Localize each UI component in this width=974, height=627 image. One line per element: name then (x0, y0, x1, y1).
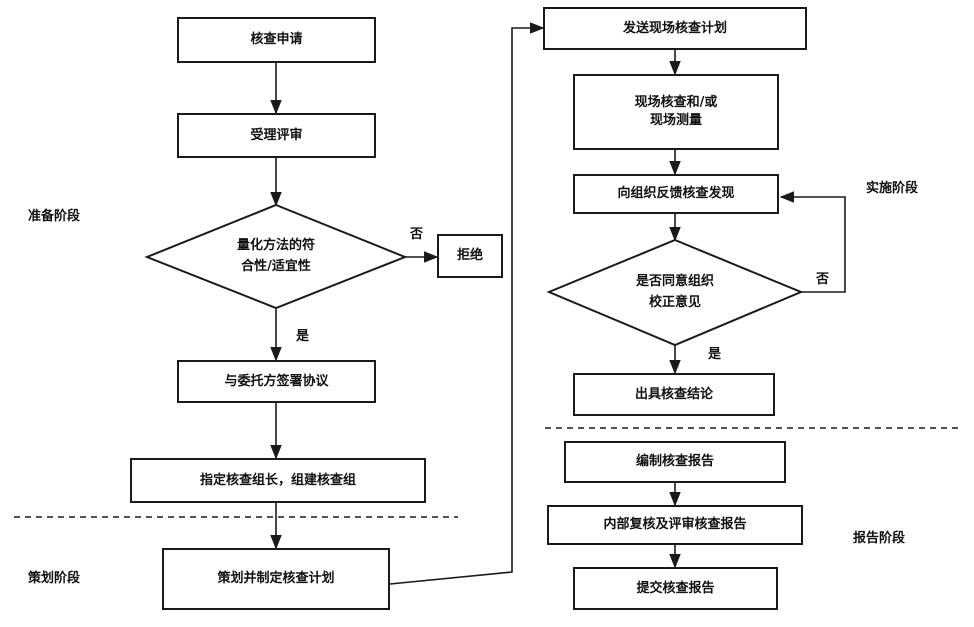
step-internal-review: 内部复核及评审核查报告 (547, 505, 803, 545)
step-form-team: 指定核查组长，组建核查组 (130, 458, 426, 503)
step-feedback: 向组织反馈核查发现 (573, 174, 779, 214)
step-send-onsite-plan: 发送现场核查计划 (543, 7, 807, 50)
step-apply: 核查申请 (177, 17, 376, 63)
arrow-decision-no-loop (779, 191, 846, 293)
step-plan: 策划并制定核查计划 (162, 548, 390, 610)
branch-label-method-no: 否 (410, 227, 424, 242)
decision-diamond-method (144, 203, 408, 310)
step-submit-report: 提交核查报告 (573, 567, 778, 610)
branch-label-agree-no: 否 (816, 272, 830, 287)
step-review: 受理评审 (177, 113, 376, 158)
branch-label-method-yes: 是 (296, 329, 310, 344)
step-sign-agreement: 与委托方签署协议 (177, 360, 376, 403)
arrow-plan-to-send-plan (389, 22, 545, 585)
phase-label-prepare: 准备阶段 (28, 209, 81, 224)
branch-label-agree-yes: 是 (708, 347, 722, 362)
phase-label-plan: 策划阶段 (28, 571, 81, 586)
decision-agree-label: 是否同意组织 校正意见 (635, 274, 714, 310)
phase-label-implement: 实施阶段 (866, 181, 919, 196)
step-onsite-check: 现场核查和/或 现场测量 (573, 74, 779, 150)
decision-method-label: 量化方法的符 合性/适宜性 (236, 238, 315, 274)
step-reject: 拒绝 (437, 234, 503, 278)
step-conclusion: 出具核查结论 (573, 373, 775, 416)
phase-label-report: 报告阶段 (853, 531, 906, 546)
decision-diamond-agree (546, 238, 804, 347)
step-compile-report: 编制核查报告 (564, 441, 786, 483)
